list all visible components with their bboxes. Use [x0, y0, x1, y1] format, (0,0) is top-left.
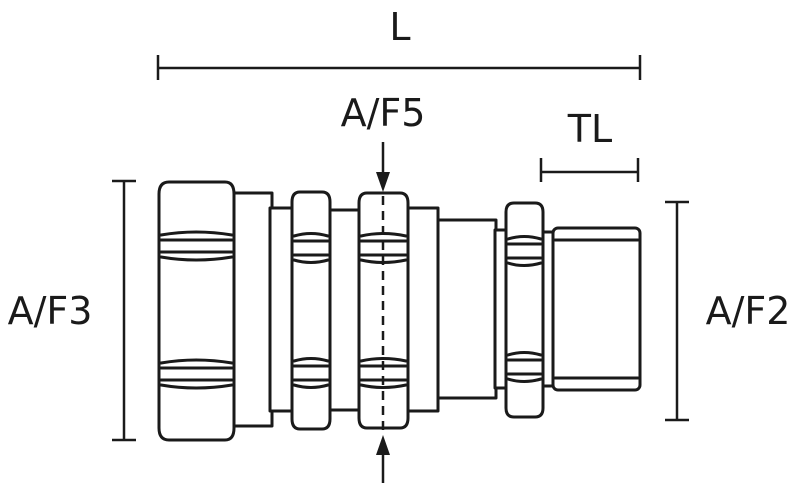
collar-2	[405, 206, 440, 413]
dimension-af3: A/F3	[8, 179, 136, 442]
arrow-down-icon	[376, 172, 390, 192]
label-af5: A/F5	[341, 91, 426, 135]
hex-2	[290, 190, 332, 431]
arrow-up-icon	[376, 435, 390, 455]
dimension-af2: A/F2	[665, 200, 791, 422]
hex-af5	[357, 191, 410, 430]
body-section	[436, 218, 498, 400]
collar-1	[230, 191, 274, 428]
dimension-l: L	[156, 5, 642, 80]
thread-end	[551, 226, 642, 392]
hex-af3	[157, 180, 236, 442]
hex-af2-nut	[504, 201, 545, 419]
label-tl: TL	[567, 107, 612, 151]
label-l: L	[389, 5, 410, 49]
dimension-tl: TL	[539, 107, 640, 182]
label-af3: A/F3	[8, 289, 93, 333]
label-af2: A/F2	[706, 289, 791, 333]
dimension-af5: A/F5	[341, 91, 426, 483]
fitting-body	[157, 180, 642, 442]
